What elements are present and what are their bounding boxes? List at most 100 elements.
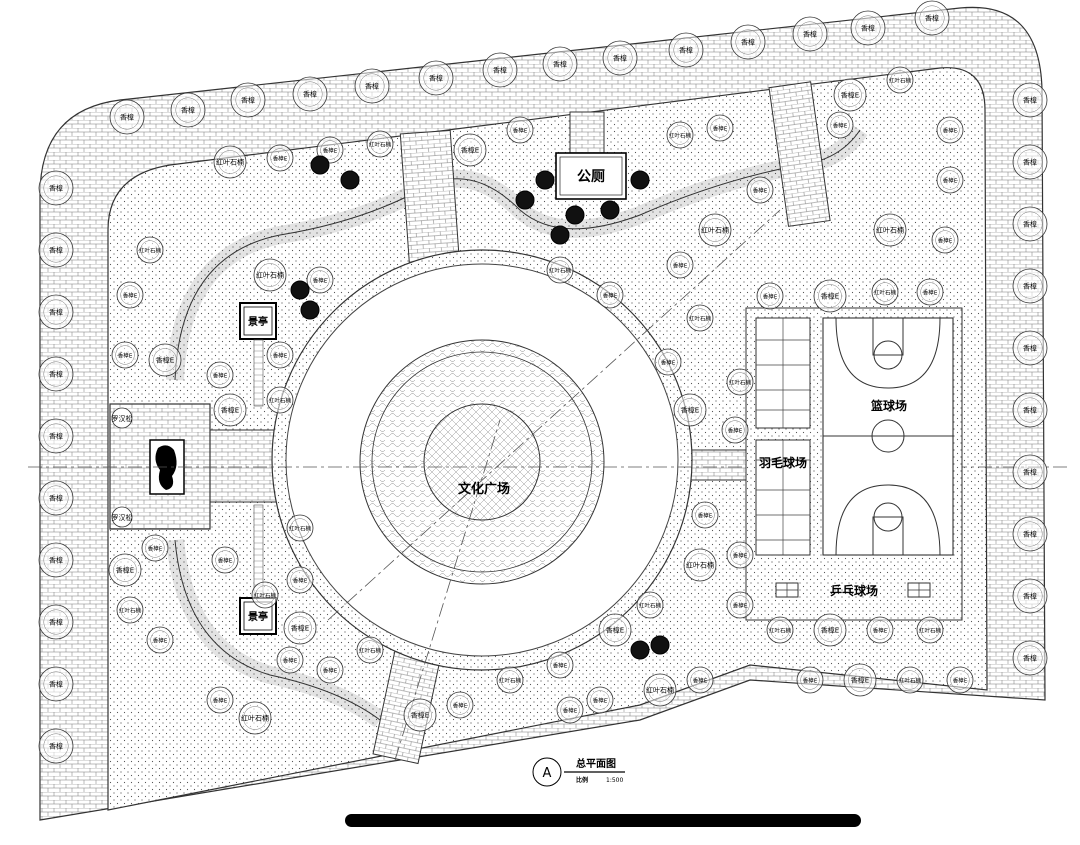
tree-label: 香樟E — [938, 237, 953, 245]
tree-label: 红叶石楠 — [119, 607, 142, 615]
tree-label: 香樟 — [49, 680, 63, 689]
tree-label: 香樟E — [213, 697, 228, 705]
shrub-icon — [515, 190, 535, 210]
tree-label: 香樟 — [1023, 406, 1037, 415]
winding-path-bottom-edge — [174, 539, 381, 721]
tree-label: 香樟E — [116, 566, 134, 575]
luohan-bottom-label: 罗汉松 — [112, 513, 133, 522]
shrub-icon — [565, 205, 585, 225]
winding-path-top-edge — [174, 129, 861, 381]
shrub-icon — [300, 300, 320, 320]
tree-label: 香樟E — [153, 637, 168, 645]
tree-label: 香樟E — [291, 624, 309, 633]
tree-label: 香樟E — [273, 352, 288, 360]
tree-label: 香樟 — [1023, 96, 1037, 105]
plaza-center — [423, 403, 541, 521]
tree-label: 香樟 — [49, 742, 63, 751]
tree-label: 红叶石楠 — [889, 77, 912, 85]
tree-label: 红叶石楠 — [216, 158, 244, 167]
tree-label: 香樟 — [803, 30, 817, 39]
tree-label: 红叶石楠 — [269, 397, 292, 405]
tree-label: 红叶石楠 — [369, 141, 392, 149]
tree-label: 红叶石楠 — [876, 226, 904, 235]
tree-label: 香樟E — [273, 155, 288, 163]
section-marker-letter: A — [543, 766, 552, 781]
plaza-inner-line — [371, 351, 593, 573]
tree-label: 香樟E — [821, 626, 839, 635]
basketball-ft-top — [873, 340, 903, 370]
tree-label: 红叶石楠 — [359, 647, 382, 655]
tree-label: 香樟E — [513, 127, 528, 135]
tree-label: 香樟 — [49, 370, 63, 379]
tree-label: 香樟E — [221, 406, 239, 415]
sculpture-rock — [155, 445, 177, 490]
tree-label: 香樟 — [613, 54, 627, 63]
tree-label: 红叶石楠 — [874, 289, 897, 297]
toilet-label: 公厕 — [577, 169, 605, 185]
tree-label: 香樟E — [698, 512, 713, 520]
badminton-label: 羽毛球场 — [759, 455, 807, 470]
tree-label: 香樟E — [323, 147, 338, 155]
shrub-icon — [600, 200, 620, 220]
tree-label: 香樟E — [323, 667, 338, 675]
tree-label: 红叶石楠 — [254, 592, 277, 600]
toilet-building — [555, 152, 627, 200]
toilet-entry — [569, 111, 605, 155]
pavilion-top — [239, 302, 277, 340]
tree-label: 香樟 — [861, 24, 875, 33]
scale-value: 1:500 — [606, 777, 623, 784]
tree-label: 香樟E — [661, 359, 676, 367]
tree-label: 香樟 — [181, 106, 195, 115]
tree-label: 红叶石楠 — [289, 525, 312, 533]
tree-label: 香樟 — [1023, 530, 1037, 539]
shrub-icon — [290, 280, 310, 300]
drawing-title: 总平面图 — [576, 757, 616, 770]
plaza-label: 文化广场 — [458, 481, 510, 497]
basketball-center-circle — [871, 419, 905, 453]
home-indicator-bar[interactable] — [345, 814, 861, 827]
tree-label: 香樟E — [851, 676, 869, 685]
tree-label: 红叶石楠 — [646, 686, 674, 695]
tree-label: 香樟E — [728, 427, 743, 435]
tree-label: 香樟E — [673, 262, 688, 270]
tree-label: 香樟 — [1023, 158, 1037, 167]
tree-label: 香樟E — [563, 707, 578, 715]
basketball-key-bottom — [835, 484, 941, 556]
tree-label: 香樟 — [1023, 592, 1037, 601]
tree-label: 香樟 — [1023, 344, 1037, 353]
tree-label: 红叶石楠 — [919, 627, 942, 635]
tree-label: 红叶石楠 — [729, 379, 752, 387]
tree-label: 香樟E — [841, 91, 859, 100]
tree-label: 香樟 — [49, 556, 63, 565]
tree-label: 香樟 — [49, 246, 63, 255]
basketball-ft-bottom — [873, 502, 903, 532]
section-marker-circle — [532, 757, 562, 787]
tree-label: 香樟E — [873, 627, 888, 635]
tree-label: 红叶石楠 — [669, 132, 692, 140]
tree-label: 香樟 — [679, 46, 693, 55]
tree-label: 红叶石楠 — [639, 602, 662, 610]
toilet-inner — [559, 156, 623, 196]
tree-label: 香樟E — [953, 677, 968, 685]
tree-label: 香樟 — [741, 38, 755, 47]
tree-label: 香樟E — [313, 277, 328, 285]
shrub-icon — [630, 640, 650, 660]
tree-label: 香樟E — [943, 177, 958, 185]
tree-label: 香樟E — [833, 122, 848, 130]
axis-line-diagonal — [327, 209, 781, 621]
pavilion-bottom-label: 景亭 — [248, 610, 268, 623]
tree-label: 香樟 — [49, 432, 63, 441]
tree-layer: 香樟香樟香樟香樟香樟香樟香樟香樟香樟香樟香樟香樟香樟香樟香樟香樟香樟香樟香樟香樟… — [38, 0, 1048, 764]
shrub-icon — [650, 635, 670, 655]
tree-label: 香樟E — [803, 677, 818, 685]
tree-label: 香樟 — [1023, 654, 1037, 663]
tree-label: 香樟E — [411, 711, 429, 720]
tree-label: 香樟E — [453, 702, 468, 710]
tree-label: 香樟E — [148, 545, 163, 553]
tree-label: 香樟 — [49, 494, 63, 503]
tree-label: 香樟E — [218, 557, 233, 565]
pavilion-top-path — [253, 339, 264, 407]
tree-label: 香樟E — [923, 289, 938, 297]
tree-label: 香樟E — [733, 602, 748, 610]
tree-label: 香樟E — [213, 372, 228, 380]
